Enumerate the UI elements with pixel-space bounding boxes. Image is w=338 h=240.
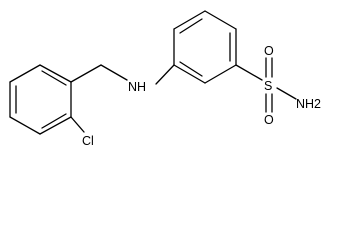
chlorophenyl-ring [9,64,72,135]
oxygen-bottom-label: O [264,113,274,127]
chlorine-label: Cl [82,134,94,148]
nh-ring-bond [155,64,175,85]
ring-ch2-bond [70,64,102,83]
oxygen-top-label: O [264,44,274,58]
ring-s-bond [235,64,263,81]
c-cl-bond [70,116,85,133]
sulfonamide-nh2-label: NH2 [296,97,321,111]
chemical-structure-diagram: Cl NH S O O NH2 [9,10,321,148]
s-nh2-bond [276,87,297,100]
sulfonamide-phenyl-ring [173,10,237,84]
sulfur-label: S [264,79,272,93]
amine-nh-label: NH [128,80,146,94]
ch2-nh-bond [100,64,128,81]
